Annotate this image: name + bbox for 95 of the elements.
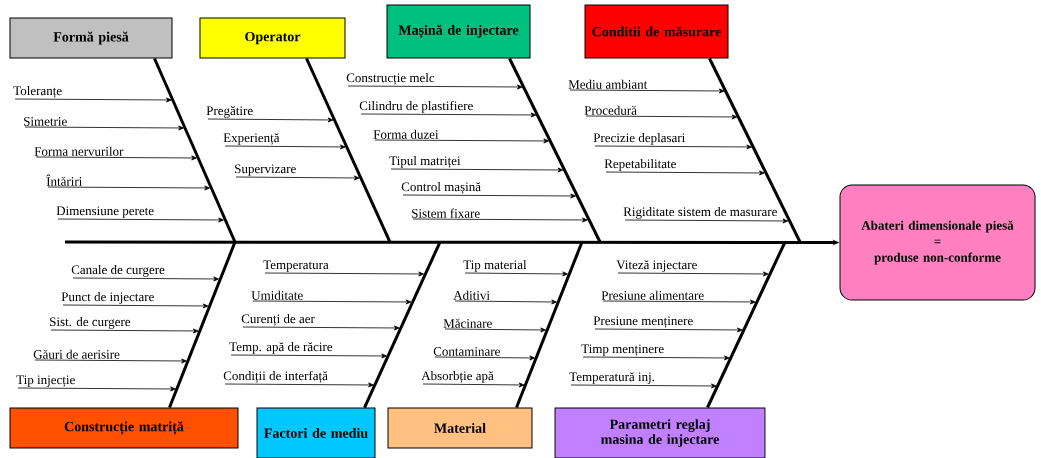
cause-arrow [390,167,564,173]
cause-label: Condiții de interfață [223,370,328,383]
bone-line [153,57,237,243]
cause-arrow [374,138,549,144]
cause-label: Canale de curgere [71,265,165,277]
cause-label: Curenți de aer [241,314,315,326]
cause-arrow [72,276,219,282]
cause-arrow [224,382,374,388]
cause-arrow [569,88,725,94]
cause-label: Construcție melc [346,73,435,85]
cause-arrow [47,185,210,191]
cause-label: Simetrie [24,117,67,126]
cause-label: Dimensiune perete [56,206,154,218]
bone-line [305,57,392,243]
bone-line [363,241,442,409]
cause-label: Forma duzei [373,129,439,139]
bone-line [706,241,787,409]
cause-arrow [57,217,224,223]
cause-arrow [412,217,588,223]
cause-label: Pregătire [206,106,253,118]
category-box: Parametri reglaj masina de injectare [554,407,766,458]
cause-label: Aditivi [453,290,490,300]
cause-label: Repetabilitate [604,159,676,171]
cause-label: Măcinare [443,318,492,328]
cause-arrow [360,112,537,118]
cause-arrow [50,328,199,334]
cause-arrow [602,299,756,305]
cause-arrow [605,170,765,176]
cause-label: Temperatură inj. [569,372,655,384]
cause-label: Absorbție apă [421,371,494,383]
cause-label: Sistem fixare [412,208,480,218]
cause-arrow [230,353,387,359]
cause-arrow [242,325,400,331]
cause-arrow [422,382,525,388]
cause-label: Temp. apă de răcire [229,342,333,354]
cause-label: Presiune menținere [593,316,693,328]
cause-arrow [434,355,535,361]
cause-label: Timp menținere [581,344,664,356]
cause-arrow [594,144,752,150]
cause-arrow [224,144,346,150]
category-box: Material [387,407,533,449]
cause-label: Precizie deplasari [593,133,685,145]
cause-label: Întăriri [46,174,83,186]
cause-arrow [252,299,412,305]
cause-arrow [14,97,172,103]
bone-line [508,57,602,243]
cause-arrow [35,155,197,161]
cause-label: Temperatura [263,260,329,272]
cause-arrow [594,327,743,333]
bone-line [168,241,237,409]
cause-label: Supervizare [235,164,296,176]
cause-label: Contaminare [433,347,500,356]
category-box: Mașină de injectare [386,4,531,59]
cause-label: Punct de injectare [61,292,154,304]
cause-label: Toleranțe [13,86,62,98]
cause-arrow [235,175,360,181]
cause-label: Tip injecție [16,375,75,387]
cause-label: Sist. de curgere [50,317,131,329]
cause-label: Presiune alimentare [601,290,704,300]
cause-label: Rigiditate sistem de masurare [623,207,777,219]
bone-line [515,241,584,409]
category-box: Construcție matriță [9,407,239,449]
cause-arrow [464,271,568,277]
cause-arrow [454,299,557,305]
cause-arrow [624,218,789,224]
category-box: Conditii de măsurare [584,4,729,59]
cause-label: Tip material [463,260,527,272]
category-box: Formă piesă [9,17,173,59]
cause-arrow [582,355,730,361]
cause-arrow [347,84,523,90]
cause-label: Forma nervurilor [34,146,124,156]
cause-arrow [570,383,717,389]
cause-arrow [24,125,184,131]
bone-line [708,57,802,243]
effect-box: Abateri dimensionale piesă = produse non-conforme [839,184,1036,301]
cause-arrow [585,114,738,120]
cause-label: Cilindru de plastifiere [359,100,473,113]
cause-label: Control mașină [401,182,481,194]
cause-label: Găuri de aerisire [33,349,120,359]
cause-arrow [402,193,576,199]
cause-arrow [264,271,424,277]
cause-label: Tipul matriței [389,156,461,168]
cause-label: Procedură [584,105,637,115]
cause-label: Experiență [223,133,280,145]
cause-arrow [207,117,334,123]
cause-arrow [444,327,546,333]
cause-arrow [62,303,209,309]
category-box: Factori de mediu [256,407,376,458]
cause-arrow [34,358,187,364]
cause-label: Mediu ambiant [568,79,648,89]
cause-arrow [17,386,176,392]
category-box: Operator [199,17,346,59]
cause-arrow [617,271,769,277]
cause-label: Umiditate [251,290,303,300]
cause-label: Viteză injectare [616,260,697,272]
